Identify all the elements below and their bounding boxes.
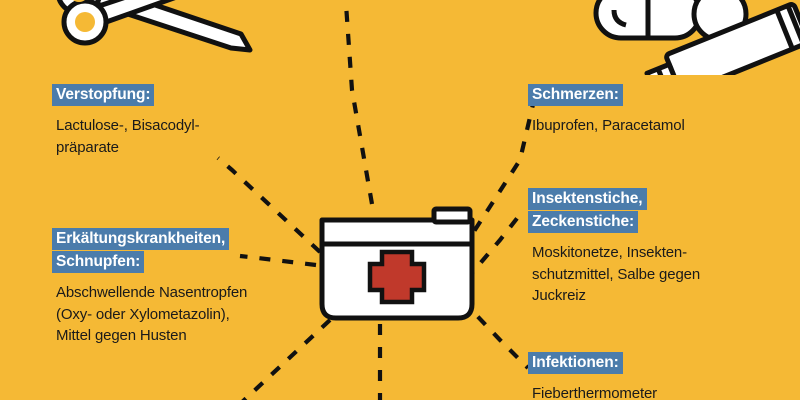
entry-insektenstiche: Insektenstiche, Zeckenstiche: Moskitonet… [528, 188, 796, 307]
entry-heading: Insektenstiche, [528, 188, 647, 210]
entry-heading: Verstopfung: [52, 84, 155, 106]
entry-body-line: Fieberthermometer [532, 385, 657, 400]
entry-heading: Erkältungskrankheiten, [52, 228, 230, 250]
entry-body-line: präparate [56, 138, 119, 156]
capsule-icon [593, 0, 703, 41]
entry-schmerzen: Schmerzen: Ibuprofen, Paracetamol [528, 84, 796, 137]
connector-line-right [464, 210, 524, 282]
entry-body-line: schutzmittel, Salbe gegen [532, 265, 701, 283]
entry-verstopfung: Verstopfung: Lactulose-, Bisacodyl- präp… [52, 84, 320, 158]
entry-heading: Schmerzen: [528, 84, 623, 106]
entry-body: Moskitonetze, Insekten- schutzmittel, Sa… [528, 242, 796, 307]
zipper-tab [431, 206, 473, 225]
entry-body-line: Moskitonetze, Insekten- [532, 244, 687, 261]
pill-icon [691, 0, 749, 43]
entry-body-line: Juckreiz [532, 287, 586, 304]
entry-body-line: Ibuprofen, Paracetamol [532, 117, 685, 134]
entry-body-line: Mittel gegen Husten [56, 327, 187, 344]
connector-line-upper-right [460, 99, 537, 252]
entry-heading: Infektionen: [528, 352, 623, 374]
entry-body: Abschwellende Nasentropfen (Oxy- oder Xy… [52, 282, 342, 347]
connector-line-up [343, 0, 375, 205]
entry-body: Ibuprofen, Paracetamol [528, 115, 796, 137]
entry-heading-2: Zeckenstiche: [528, 211, 639, 233]
entry-heading-2: Schnupfen: [52, 251, 145, 273]
entry-body-line: Lactulose-, Bisacodyl- [56, 117, 200, 134]
entry-body-line: Abschwellende Nasentropfen [56, 284, 248, 301]
ointment-tube-icon [644, 2, 800, 75]
red-cross-icon [367, 249, 427, 305]
entry-infektionen: Infektionen: Fieberthermometer [528, 352, 796, 400]
entry-erkaeltungskrankheiten: Erkältungskrankheiten, Schnupfen: Abschw… [52, 228, 342, 347]
entry-body: Lactulose-, Bisacodyl- präparate [52, 115, 320, 158]
pills-and-tube-icon [593, 0, 800, 75]
entry-body-line: (Oxy- oder Xylometazolin), [56, 305, 230, 323]
entry-body: Fieberthermometer [528, 383, 796, 400]
connector-line-lower-right [460, 298, 530, 370]
scissors-icon [56, 0, 253, 53]
